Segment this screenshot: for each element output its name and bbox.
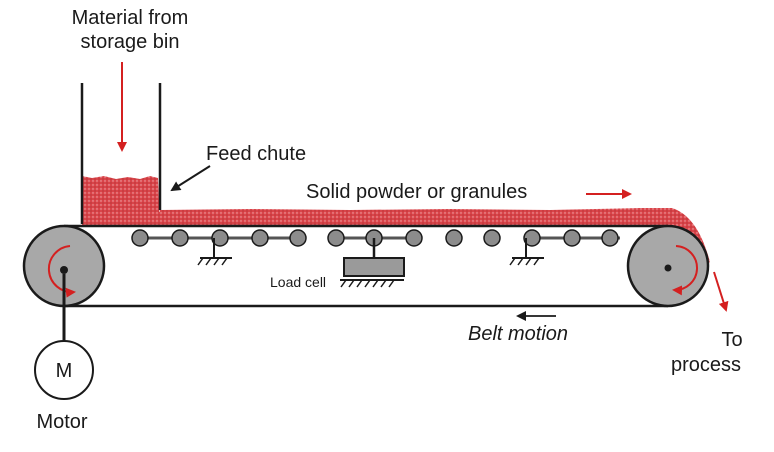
roller: [445, 229, 463, 247]
roller: [405, 229, 423, 247]
tail-pulley-axle: [664, 264, 672, 272]
to-process-arrow: [713, 271, 729, 312]
tail-rotation-arrow: [672, 245, 698, 296]
material-on-belt: [82, 208, 710, 266]
roller: [563, 229, 581, 247]
to-process-label-line1: To: [721, 329, 742, 351]
load-cell: [340, 238, 405, 288]
roller: [289, 229, 307, 247]
roller: [483, 229, 501, 247]
motor-symbol: M: [56, 360, 73, 382]
belt-motion-label: Belt motion: [468, 323, 568, 345]
roller: [211, 229, 229, 247]
roller-set: [131, 229, 619, 247]
motor-body: [34, 340, 94, 400]
to-process-label-line2: process: [671, 354, 741, 376]
roller: [601, 229, 619, 247]
drive-pulley-axle: [60, 266, 68, 274]
load-cell-label: Load cell: [270, 274, 326, 290]
material-label-line1: Material from: [72, 7, 189, 29]
solid-powder-label: Solid powder or granules: [306, 181, 527, 203]
roller: [523, 229, 541, 247]
ground-support-left: [197, 238, 232, 266]
material-label-line2: storage bin: [81, 31, 180, 53]
roller: [171, 229, 189, 247]
ground-support-right: [509, 238, 544, 266]
roller: [251, 229, 269, 247]
feed-chute-pointer: [170, 165, 211, 192]
motor-label: Motor: [36, 411, 87, 433]
roller: [131, 229, 149, 247]
roller: [327, 229, 345, 247]
feed-chute-label: Feed chute: [206, 143, 306, 165]
